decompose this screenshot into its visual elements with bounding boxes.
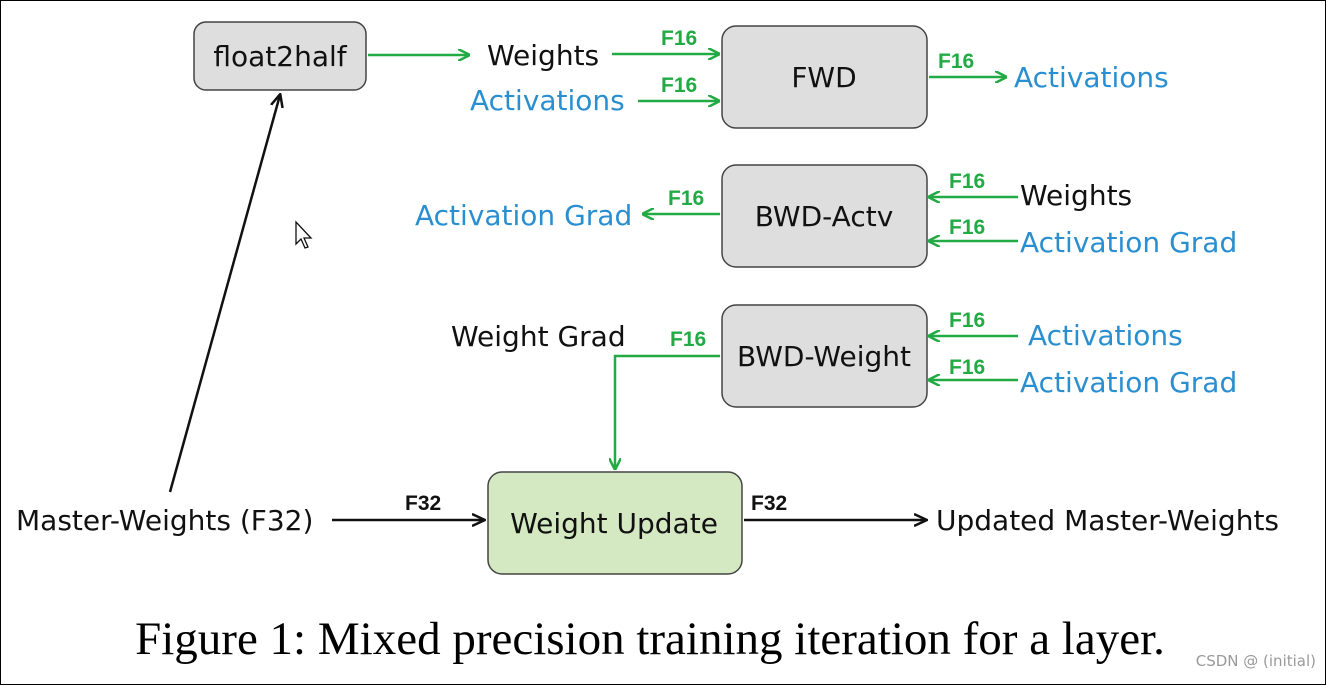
fwd-input-weights-label: Weights: [487, 39, 599, 72]
master-weights-label: Master-Weights (F32): [16, 504, 313, 537]
weight-update-box: Weight Update: [487, 471, 743, 575]
f16-tag-bwd-weight-activations: F16: [949, 309, 985, 332]
fwd-label: FWD: [791, 61, 856, 94]
weight-grad-label: Weight Grad: [451, 320, 626, 353]
bwd-actv-label: BWD-Actv: [755, 200, 894, 233]
f16-tag-bwd-actv-weights: F16: [949, 170, 985, 193]
f16-tag-bwd-weight-grad: F16: [949, 356, 985, 379]
updated-master-weights-label: Updated Master-Weights: [936, 504, 1279, 537]
f16-tag-weights-fwd: F16: [661, 27, 697, 50]
fwd-box: FWD: [721, 25, 928, 129]
f16-tag-activations-fwd: F16: [661, 74, 697, 97]
bwd-weight-input-grad-label: Activation Grad: [1020, 366, 1237, 399]
bwd-actv-input-weights-label: Weights: [1020, 179, 1132, 212]
f32-tag-master-out: F32: [751, 492, 787, 515]
bwd-weight-label: BWD-Weight: [737, 340, 911, 373]
bwd-actv-box: BWD-Actv: [721, 164, 928, 268]
figure-caption: Figure 1: Mixed precision training itera…: [135, 613, 1165, 665]
arrow-bwd-weight-to-update: [615, 354, 720, 468]
f16-tag-weight-grad: F16: [670, 328, 706, 351]
mouse-cursor-icon: [295, 220, 313, 249]
float2half-box: float2half: [193, 21, 367, 91]
f16-tag-fwd-out: F16: [938, 50, 974, 73]
f16-tag-bwd-actv-grad: F16: [949, 216, 985, 239]
bwd-weight-box: BWD-Weight: [721, 304, 928, 408]
arrow-master-to-float2half: [168, 95, 280, 493]
weight-update-label: Weight Update: [510, 507, 718, 540]
bwd-actv-input-grad-label: Activation Grad: [1020, 226, 1237, 259]
watermark: CSDN @ (initial): [1195, 652, 1316, 670]
fwd-output-activations-label: Activations: [1014, 61, 1169, 94]
bwd-actv-output-grad-label: Activation Grad: [415, 199, 632, 232]
float2half-label: float2half: [213, 40, 347, 73]
f32-tag-master-in: F32: [405, 492, 441, 515]
f16-tag-bwd-actv-out: F16: [668, 187, 704, 210]
fwd-input-activations-label: Activations: [470, 84, 625, 117]
bwd-weight-input-activations-label: Activations: [1028, 319, 1183, 352]
